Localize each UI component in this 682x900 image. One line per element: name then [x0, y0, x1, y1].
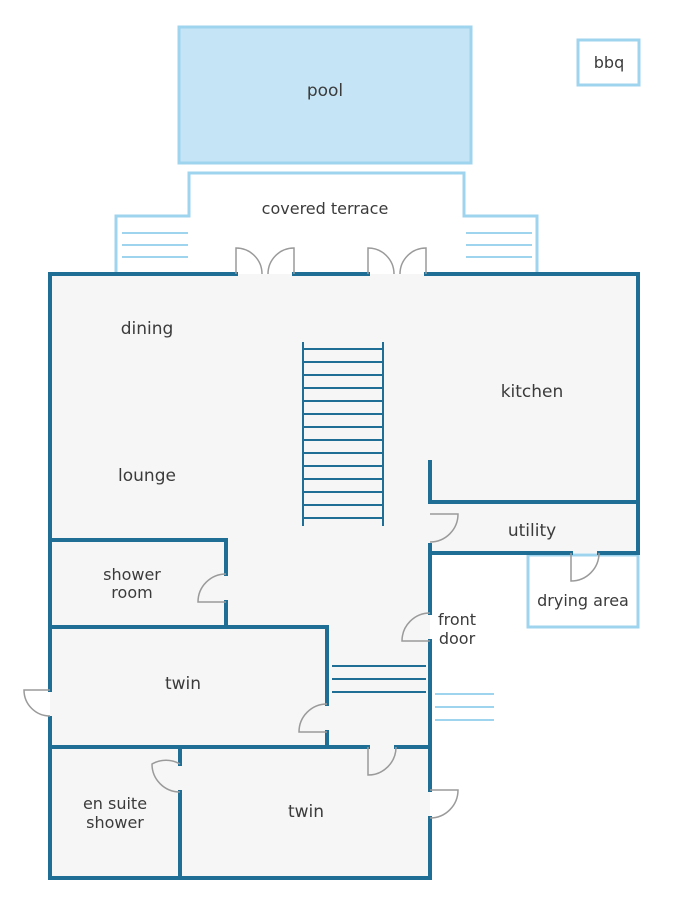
twin-upper-exterior-door[interactable]: [23, 689, 51, 717]
drying-area-label: drying area: [537, 591, 629, 610]
kitchen-utility-door[interactable]: [429, 513, 459, 543]
drying-area: [526, 553, 640, 629]
covered-terrace-outline: [114, 171, 539, 274]
shower-room-label-line1: shower: [103, 565, 161, 584]
interior-staircase: [302, 342, 384, 526]
en-suite-label-line2: shower: [86, 813, 144, 832]
bbq-box: [576, 38, 641, 87]
terrace-steps-right: [466, 232, 532, 258]
lounge-label: lounge: [118, 466, 176, 486]
shower-room-label-line2: room: [111, 583, 152, 602]
drying-area-door[interactable]: [570, 552, 600, 582]
dining-label: dining: [121, 319, 174, 339]
twin-lower-label: twin: [288, 802, 324, 822]
front-door[interactable]: [401, 612, 431, 642]
pool-label: pool: [307, 81, 343, 101]
twin-lower-exterior-door[interactable]: [429, 789, 459, 819]
walls: [48, 272, 640, 880]
kitchen-label: kitchen: [501, 382, 564, 402]
utility-label: utility: [508, 521, 556, 541]
pool: [177, 25, 473, 165]
shower-room-door[interactable]: [197, 573, 227, 603]
house-floor: [50, 274, 638, 878]
covered-terrace-label: covered terrace: [262, 199, 389, 218]
twin-upper-door[interactable]: [298, 703, 328, 733]
terrace-double-door-left[interactable]: [235, 247, 295, 275]
twin-upper-label: twin: [165, 674, 201, 694]
front-door-label-line2: door: [439, 629, 476, 648]
front-steps: [435, 693, 494, 721]
en-suite-door[interactable]: [151, 759, 181, 793]
bbq-label: bbq: [594, 53, 624, 72]
twin-lower-door[interactable]: [367, 746, 397, 776]
terrace-steps-left: [122, 232, 188, 258]
terrace-double-door-right[interactable]: [367, 247, 427, 275]
front-door-label-line1: front: [438, 610, 476, 629]
hall-steps: [332, 665, 426, 693]
en-suite-label-line1: en suite: [83, 794, 147, 813]
